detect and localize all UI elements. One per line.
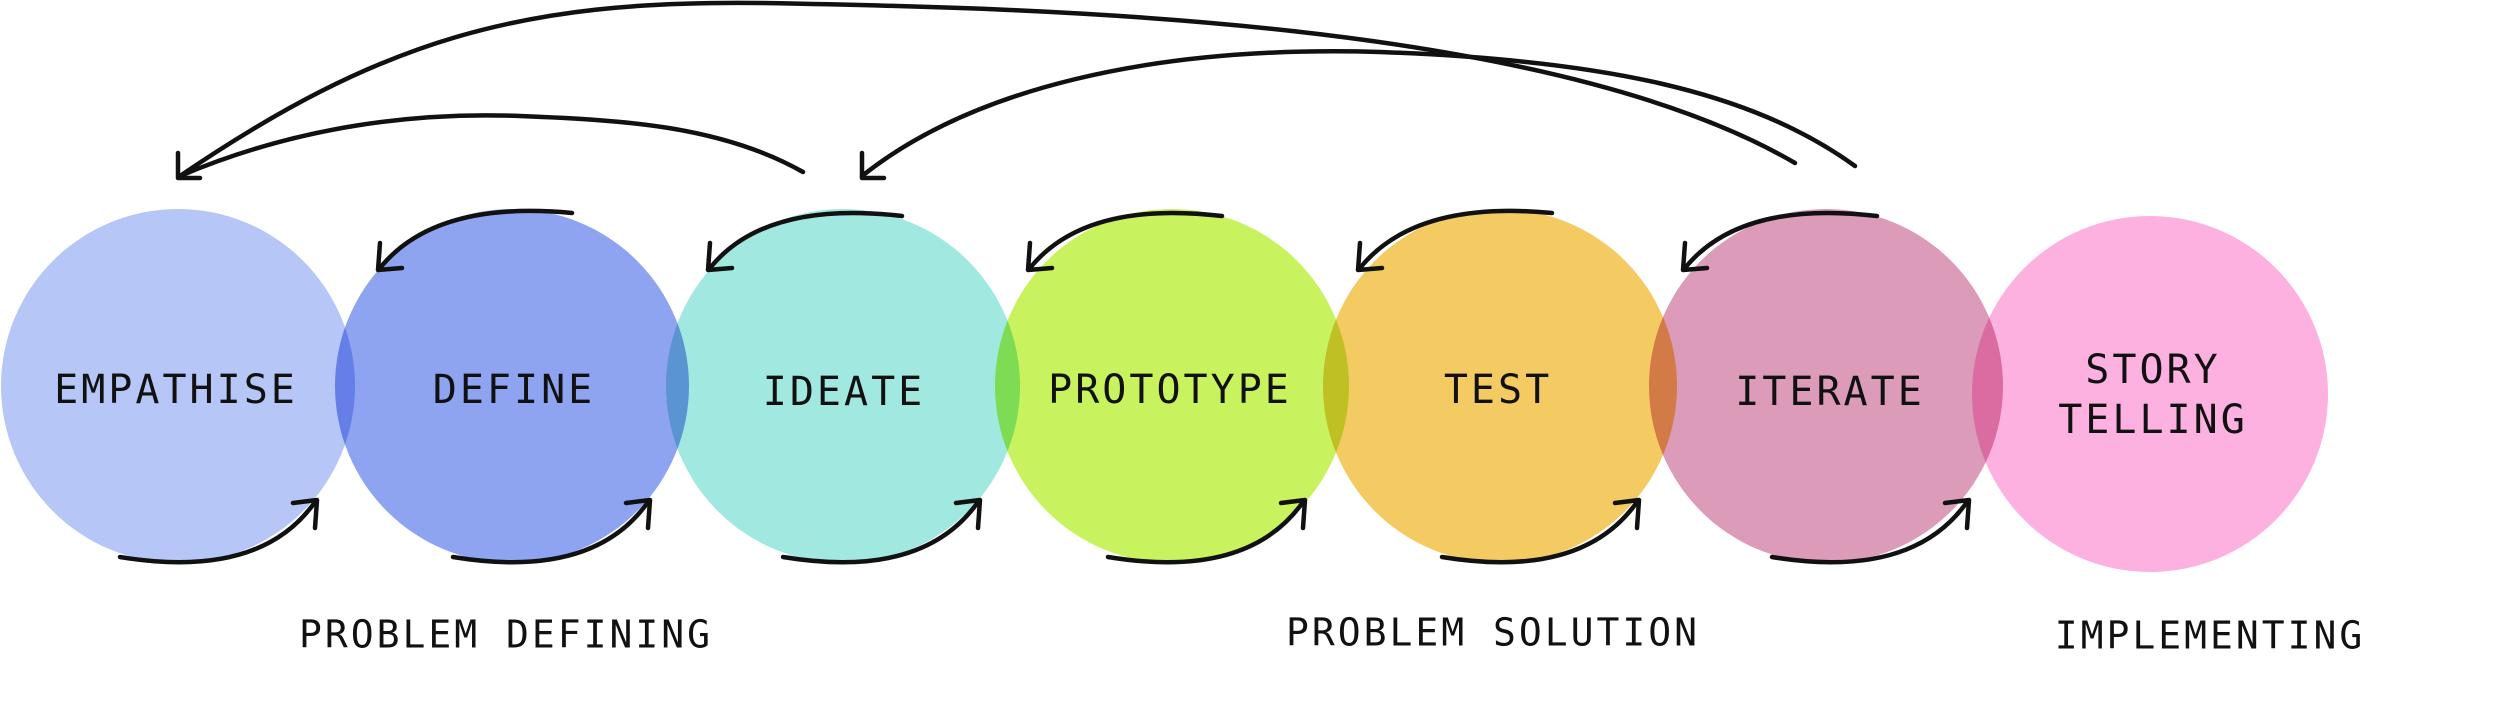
cycle-arrow-empathise — [117, 497, 320, 565]
stage-label-test: TEST — [1444, 367, 1552, 413]
stage-label-story-telling-line-1: STORY — [2085, 347, 2220, 393]
stage-label-prototype: PROTOTYPE — [1048, 367, 1292, 413]
phase-label-problem-solution: PROBLEM SOLUTION — [1286, 611, 1700, 655]
stage-label-ideate: IDEATE — [763, 369, 926, 415]
stage-circle-ideate — [666, 209, 1020, 563]
stage-label-story-telling-line-2: TELLING — [2058, 397, 2248, 443]
phase-label-problem-defining: PROBLEM DEFINING — [299, 613, 713, 657]
phase-labels: PROBLEM DEFINING PROBLEM SOLUTION IMPLEM… — [299, 611, 2366, 658]
stage-circle-test — [1323, 209, 1677, 563]
stage-circle-story-telling — [1972, 216, 2328, 572]
stage-label-empathise: EMPATHISE — [54, 367, 298, 413]
cycle-arrow-iterate — [1680, 210, 1972, 565]
stage-circle-iterate — [1649, 209, 2003, 563]
cycle-arrows — [117, 208, 1972, 565]
feedback-loops — [175, 0, 1858, 181]
stage-circles — [1, 209, 2328, 572]
loop-ideate-to-empathise — [175, 113, 806, 181]
loop-iterate-to-empathise — [177, 0, 1798, 179]
cycle-arrow-ideate — [705, 210, 983, 565]
cycle-arrow-prototype — [1025, 210, 1308, 565]
stage-circle-prototype — [995, 209, 1349, 563]
stage-label-iterate: ITERATE — [1735, 369, 1925, 415]
phase-label-implementing: IMPLEMENTING — [2055, 614, 2366, 658]
loop-iterate-to-ideate — [859, 49, 1858, 181]
stage-label-define: DEFINE — [433, 367, 596, 413]
stage-circle-define — [335, 209, 689, 563]
cycle-arrow-test — [1355, 208, 1642, 565]
cycle-arrow-define — [375, 208, 653, 565]
stage-circle-empathise — [1, 209, 355, 563]
stage-labels: EMPATHISE DEFINE IDEATE PROTOTYPE TEST I… — [54, 347, 2248, 443]
